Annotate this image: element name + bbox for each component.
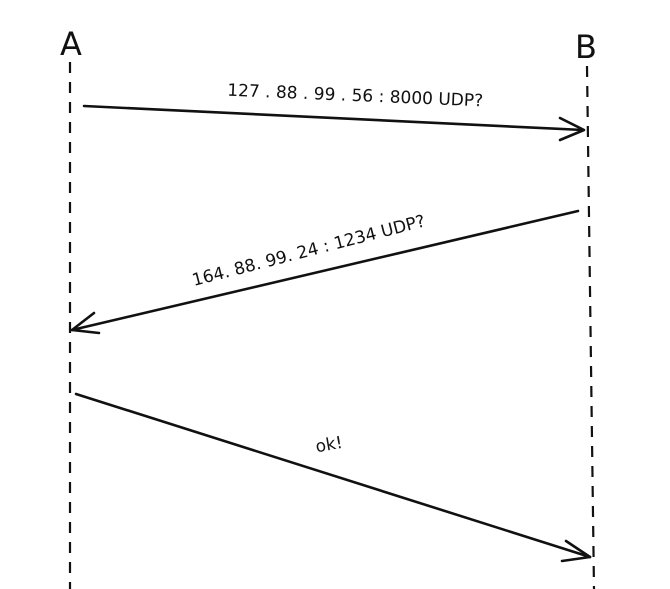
message-1-arrowhead: [558, 116, 586, 142]
message-3-arrowhead: [560, 539, 592, 563]
message-1-line: [82, 104, 585, 132]
message-1: 127 . 88 . 99 . 56 : 8000 UDP?: [82, 81, 586, 142]
message-2-line: [70, 209, 580, 332]
message-2-arrowhead: [70, 311, 101, 335]
message-3: ok!: [74, 392, 592, 563]
message-3-label: ok!: [314, 433, 344, 457]
message-2-label: 164. 88. 99. 24 : 1234 UDP?: [190, 211, 427, 290]
message-3-line: [74, 392, 592, 559]
participant-b-label: B: [575, 28, 597, 66]
participant-a-label: A: [60, 25, 82, 63]
lifeline-b: [585, 65, 596, 589]
message-2: 164. 88. 99. 24 : 1234 UDP?: [70, 209, 580, 335]
message-1-label: 127 . 88 . 99 . 56 : 8000 UDP?: [227, 81, 484, 112]
